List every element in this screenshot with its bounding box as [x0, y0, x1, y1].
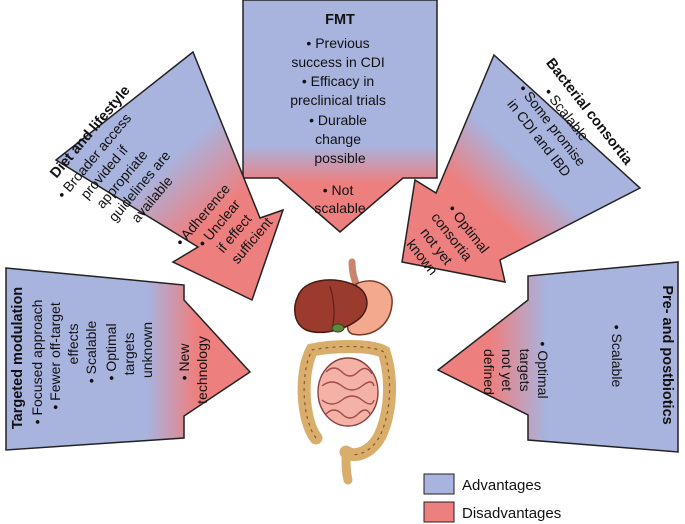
fmt-disadvantages: • Not scalable	[314, 182, 366, 216]
diet-lifestyle-arrow: Diet and lifestyle • Broader access prov…	[47, 50, 285, 302]
targeted-disadvantages: • New technology	[176, 336, 210, 404]
prepost-title: Pre- and postbiotics	[659, 285, 675, 424]
pre-postbiotics-arrow: Pre- and postbiotics • Scalable • Optima…	[436, 261, 679, 453]
legend: Advantages Disadvantages	[423, 473, 561, 523]
legend-advantages-swatch	[423, 473, 455, 495]
targeted-modulation-arrow: Targeted modulation • Focused approach •…	[5, 267, 252, 451]
fmt-advantages: • Previous success in CDI • Efficacy in …	[290, 35, 390, 166]
prepost-advantages: • Scalable	[609, 325, 625, 388]
digestive-system-icon	[293, 258, 397, 485]
fmt-title: FMT	[325, 12, 355, 28]
targeted-advantages: • Focused approach • Fewer off-target ef…	[29, 296, 155, 425]
legend-disadvantages-label: Disadvantages	[462, 505, 561, 522]
legend-disadvantages-swatch	[423, 501, 455, 523]
fmt-arrow: FMT • Previous success in CDI • Efficacy…	[242, 0, 438, 233]
legend-advantages-label: Advantages	[462, 477, 541, 494]
prepost-disadvantages: • Optimal targets not yet defined	[481, 342, 551, 403]
targeted-title: Targeted modulation	[10, 287, 26, 429]
